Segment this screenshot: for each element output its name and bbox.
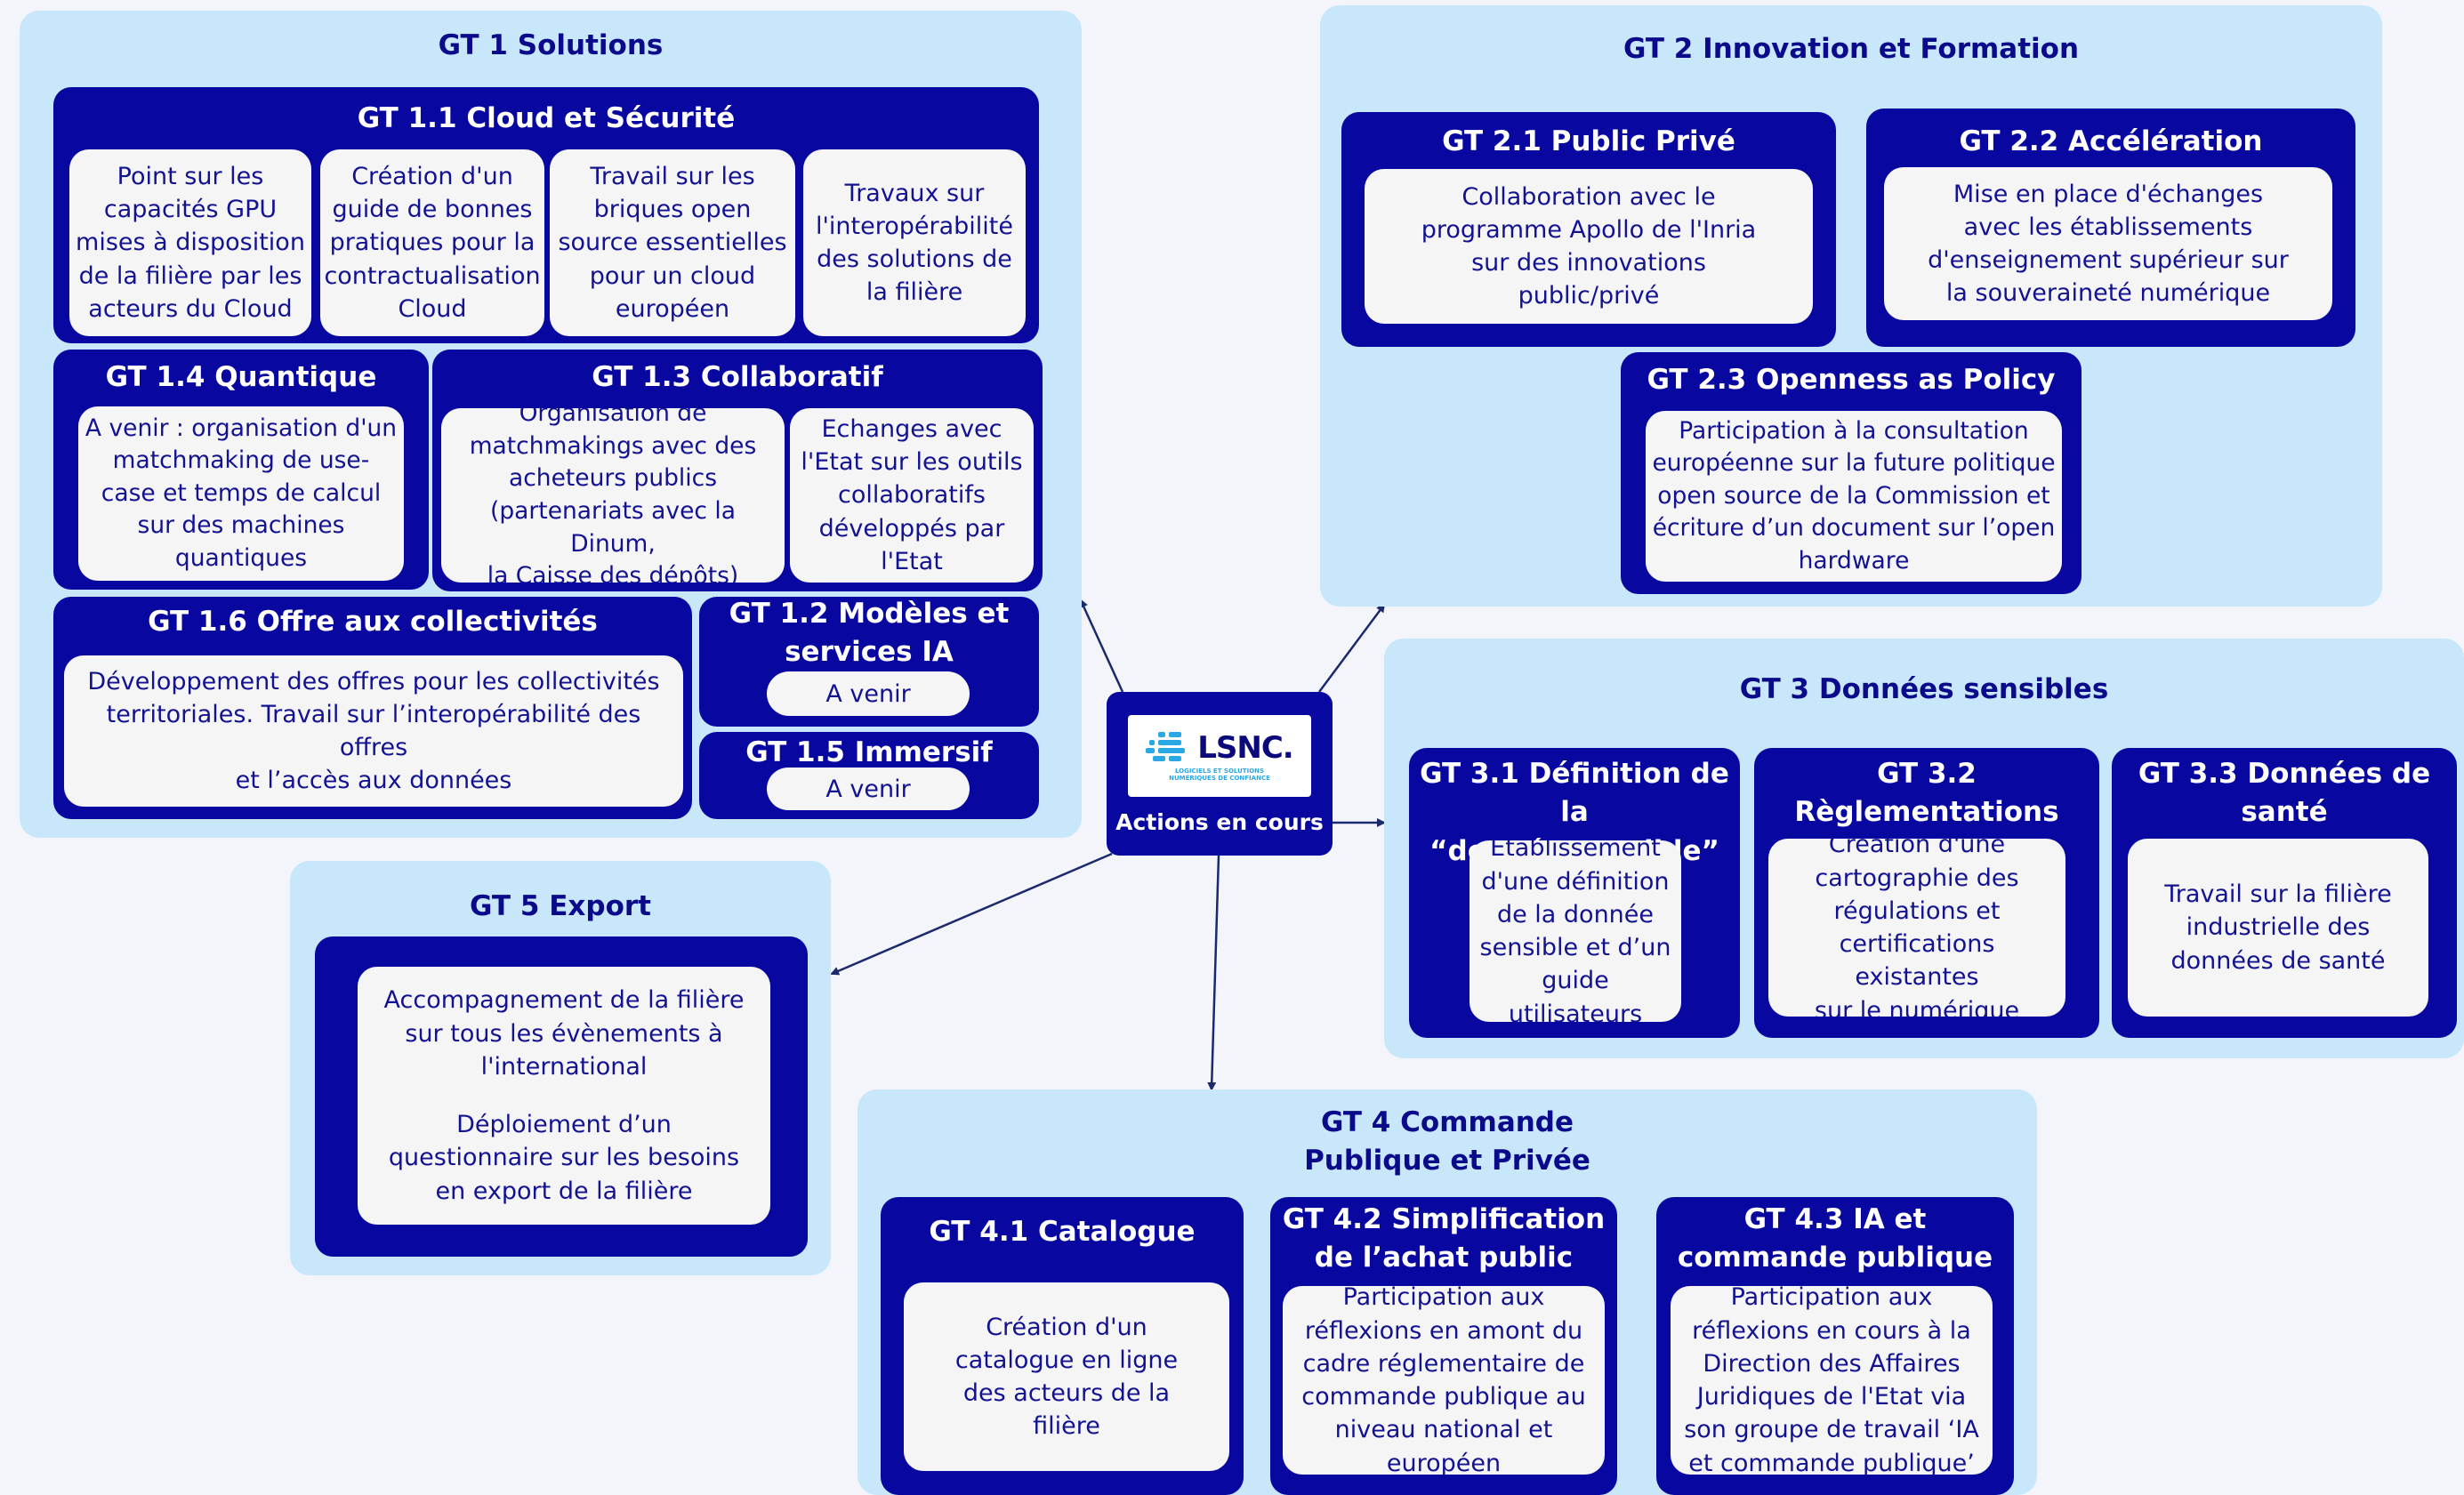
gt2-title: GT 2 Innovation et Formation [1623,33,2080,65]
gt11-title: GT 1.1 Cloud et Sécurité [357,102,736,134]
gt12-box: GT 1.2 Modèles et services IA A venir [699,597,1039,727]
gt13-box: GT 1.3 Collaboratif Organisation de matc… [432,350,1043,591]
gt33-box: GT 3.3 Données de santé Travail sur la f… [2112,748,2457,1038]
gt43-title: GT 4.3 IA et commande publique [1677,1203,1993,1274]
gt15-title: GT 1.5 Immersif [745,736,993,768]
gt21-box: GT 2.1 Public Privé Collaboration avec l… [1341,112,1836,347]
gt23-title: GT 2.3 Openness as Policy [1647,364,2056,396]
gt41-title: GT 4.1 Catalogue [929,1216,1196,1248]
gt15-box: GT 1.5 Immersif A venir [699,732,1039,819]
gt21-card: Collaboration avec le programme Apollo d… [1365,169,1813,324]
arrow-to-gt1 [1079,599,1124,693]
gt5-box: Accompagnement de la filière sur tous le… [315,936,808,1257]
gt1-title: GT 1 Solutions [438,29,664,61]
gt12-title: GT 1.2 Modèles et services IA [729,598,1010,669]
gt13-card-2: Echanges avec l'Etat sur les outils coll… [790,408,1034,583]
gt31-box: GT 3.1 Définition de la “donnée sensible… [1409,748,1740,1038]
gt22-title: GT 2.2 Accélération [1959,125,2263,157]
gt3-title: GT 3 Données sensibles [1739,673,2109,705]
gt11-card-1: Point sur les capacités GPU mises à disp… [69,149,311,336]
gt11-card-4: Travaux sur l'interopérabilité des solut… [803,149,1026,336]
logo-text: LSNC. [1197,729,1293,766]
gt16-card: Développement des offres pour les collec… [64,655,683,807]
arrow-to-gt5 [830,852,1113,976]
gt31-card: Etablissement d'une définition de la don… [1470,840,1681,1022]
gt43-card: Participation aux réflexions en cours à … [1671,1286,1993,1475]
gt5-card: Accompagnement de la filière sur tous le… [358,967,770,1225]
gt42-card: Participation aux réflexions en amont du… [1283,1286,1605,1475]
gt16-title: GT 1.6 Offre aux collectivités [148,606,598,638]
gt13-card-1: Organisation de matchmakings avec des ac… [441,408,785,583]
gt42-box: GT 4.2 Simplification de l’achat public … [1270,1197,1617,1495]
gt11-card-2: Création d'un guide de bonnes pratiques … [320,149,544,336]
gt11-box: GT 1.1 Cloud et Sécurité Point sur les c… [53,87,1039,343]
lsnc-logo: LSNC. LOGICIELS ET SOLUTIONS NUMÉRIQUES … [1128,715,1311,797]
gt22-card: Mise en place d'échanges avec les établi… [1884,167,2332,320]
gt14-title: GT 1.4 Quantique [105,361,377,393]
logo-dots-icon [1146,731,1186,761]
gt5-card-text-1: Accompagnement de la filière sur tous le… [383,986,745,1081]
gt43-box: GT 4.3 IA et commande publique Participa… [1656,1197,2014,1495]
gt42-title: GT 4.2 Simplification de l’achat public [1282,1203,1606,1274]
gt33-card: Travail sur la filière industrielle des … [2128,839,2428,1017]
gt13-title: GT 1.3 Collaboratif [592,361,883,393]
arrow-to-gt2 [1317,603,1386,693]
center-label: Actions en cours [1115,809,1324,835]
gt41-card: Création d'un catalogue en ligne des act… [904,1282,1229,1471]
gt41-box: GT 4.1 Catalogue Création d'un catalogue… [881,1197,1244,1495]
gt14-box: GT 1.4 Quantique A venir : organisation … [53,350,429,590]
gt32-box: GT 3.2 Règlementations et certification … [1754,748,2099,1038]
logo-tagline: LOGICIELS ET SOLUTIONS NUMÉRIQUES DE CON… [1169,767,1270,782]
gt14-card: A venir : organisation d'un matchmaking … [78,406,404,581]
gt32-card: Création d'une cartographie des régulati… [1768,839,2065,1017]
gt4-title: GT 4 Commande Publique et Privée [1304,1106,1590,1178]
gt11-card-3: Travail sur les briques open source esse… [550,149,795,336]
gt16-box: GT 1.6 Offre aux collectivités Développe… [53,597,692,819]
gt21-title: GT 2.1 Public Privé [1442,125,1735,157]
gt23-card: Participation à la consultation européen… [1646,411,2062,582]
gt5-card-text-2: Déploiement d’un questionnaire sur les b… [388,1111,740,1205]
center-node[interactable]: LSNC. LOGICIELS ET SOLUTIONS NUMÉRIQUES … [1107,692,1333,856]
gt23-box: GT 2.3 Openness as Policy Participation … [1621,352,2082,594]
gt12-pill: A venir [767,671,970,716]
gt22-box: GT 2.2 Accélération Mise en place d'écha… [1866,109,2355,347]
gt33-title: GT 3.3 Données de santé [2138,758,2431,829]
arrow-to-gt4 [1207,855,1220,1091]
gt5-title: GT 5 Export [470,890,651,922]
gt15-pill: A venir [767,768,970,810]
